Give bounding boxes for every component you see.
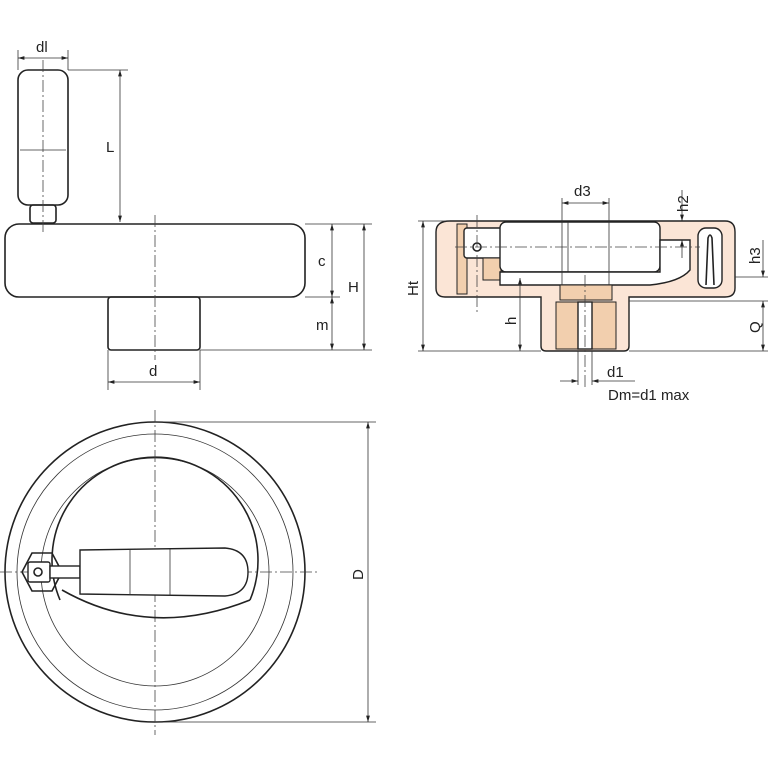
dim-label-Q: Q [747,321,764,333]
dim-label-Ht: Ht [405,280,422,296]
dim-label-d3: d3 [574,183,591,200]
note-dm: Dm=d1 max [608,387,690,404]
side-view: dl L c H m d [4,39,372,390]
dim-label-h3: h3 [747,247,764,264]
wheel-hub [107,296,201,351]
section-view: d3 h2 h3 Q Ht h d1 Dm=d1 max [405,183,768,404]
dim-label-m: m [316,317,329,334]
dim-label-h: h [503,317,520,325]
dim-label-d1: d1 [607,364,624,381]
dim-label-d: d [149,363,157,380]
front-view: D [0,410,376,735]
dim-label-c: c [318,253,326,270]
dim-label-h2: h2 [675,195,692,212]
dim-label-D: D [350,569,367,580]
dim-label-H: H [348,279,359,296]
dim-label-dl: dl [36,39,48,56]
dim-label-L: L [106,139,114,156]
